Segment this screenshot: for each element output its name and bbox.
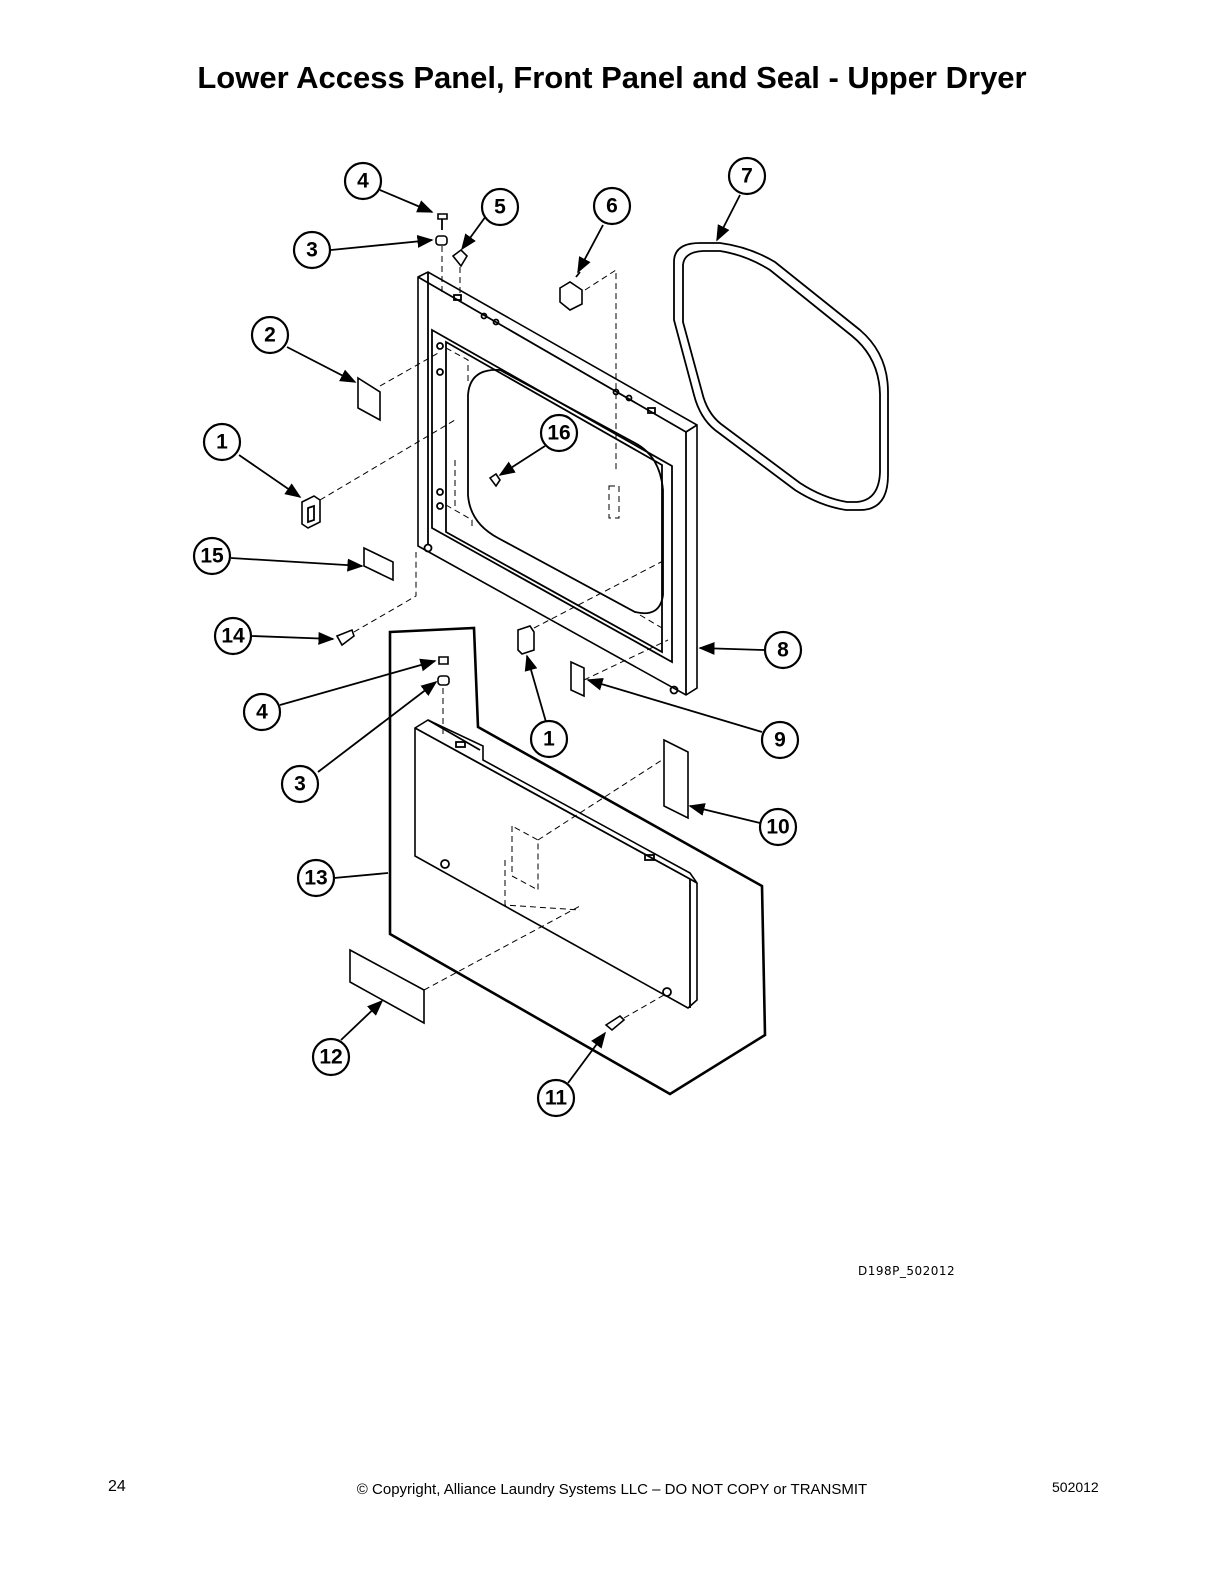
small-parts bbox=[301, 213, 689, 1032]
svg-text:4: 4 bbox=[357, 170, 369, 193]
callout-13: 13 bbox=[296, 858, 336, 898]
svg-text:11: 11 bbox=[545, 1087, 568, 1110]
svg-text:1: 1 bbox=[543, 728, 555, 751]
svg-text:13: 13 bbox=[304, 867, 327, 890]
callout-3-top: 3 bbox=[292, 230, 332, 270]
callout-12: 12 bbox=[311, 1037, 351, 1077]
svg-text:5: 5 bbox=[494, 196, 506, 219]
svg-text:15: 15 bbox=[200, 545, 224, 568]
drawing-code: D198P_502012 bbox=[858, 1264, 956, 1278]
copyright-notice: © Copyright, Alliance Laundry Systems LL… bbox=[356, 1481, 868, 1498]
svg-text:6: 6 bbox=[606, 195, 618, 218]
callout-15: 15 bbox=[192, 536, 232, 576]
callout-2: 2 bbox=[250, 315, 290, 355]
document-number: 502012 bbox=[1052, 1479, 1099, 1495]
svg-text:3: 3 bbox=[294, 773, 306, 796]
svg-text:3: 3 bbox=[306, 239, 318, 262]
callout-4-top: 4 bbox=[343, 161, 383, 201]
callout-5: 5 bbox=[480, 187, 520, 227]
front-panel bbox=[417, 271, 698, 696]
callout-10: 10 bbox=[758, 807, 798, 847]
door-seal bbox=[673, 242, 889, 511]
svg-text:16: 16 bbox=[547, 422, 570, 445]
callout-7: 7 bbox=[727, 156, 767, 196]
leader-arrows bbox=[230, 189, 765, 1084]
callout-1-top: 1 bbox=[202, 422, 242, 462]
svg-text:12: 12 bbox=[319, 1046, 342, 1069]
svg-text:7: 7 bbox=[741, 165, 753, 188]
callout-9: 9 bbox=[760, 720, 800, 760]
page-title: Lower Access Panel, Front Panel and Seal… bbox=[197, 60, 1027, 95]
svg-text:4: 4 bbox=[256, 701, 268, 724]
callout-11: 11 bbox=[536, 1078, 576, 1118]
callout-16: 16 bbox=[539, 413, 579, 453]
callout-6: 6 bbox=[592, 186, 632, 226]
svg-text:8: 8 bbox=[777, 639, 789, 662]
svg-text:1: 1 bbox=[216, 431, 228, 454]
svg-text:2: 2 bbox=[264, 324, 276, 347]
callout-14: 14 bbox=[213, 616, 253, 656]
lower-access-panel bbox=[388, 626, 767, 1096]
callout-8: 8 bbox=[763, 630, 803, 670]
page-number: 24 bbox=[108, 1478, 126, 1495]
svg-text:14: 14 bbox=[221, 625, 245, 648]
callout-3-lower: 3 bbox=[280, 764, 320, 804]
callout-1-lower: 1 bbox=[529, 719, 569, 759]
svg-text:10: 10 bbox=[766, 816, 789, 839]
callout-4-lower: 4 bbox=[242, 692, 282, 732]
svg-text:9: 9 bbox=[774, 729, 786, 752]
